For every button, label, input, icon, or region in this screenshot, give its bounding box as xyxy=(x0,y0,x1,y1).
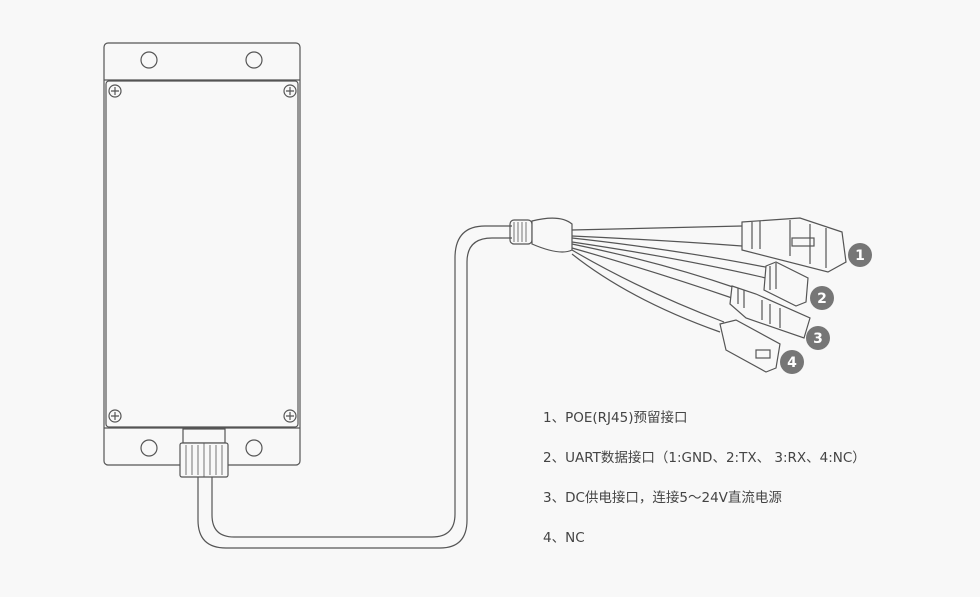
screw-icon xyxy=(283,84,297,98)
mount-hole-icon xyxy=(140,51,158,69)
nc-connector xyxy=(719,319,781,373)
device-enclosure xyxy=(103,42,301,466)
legend-item-dc: 3、DC供电接口，连接5～24V直流电源 xyxy=(543,490,782,506)
badge-2-label: 2 xyxy=(817,291,827,307)
screw-icon xyxy=(108,409,122,423)
badge-2 xyxy=(810,286,834,310)
screw-icon xyxy=(108,84,122,98)
badge-3-label: 3 xyxy=(813,331,823,347)
uart-connector xyxy=(763,261,809,307)
main-cable xyxy=(197,225,512,549)
legend-item-poe: 1、POE(RJ45)预留接口 xyxy=(543,410,688,426)
mount-hole-icon xyxy=(140,439,158,457)
mount-hole-icon xyxy=(245,439,263,457)
badge-4-label: 4 xyxy=(787,355,797,371)
mount-hole-icon xyxy=(245,51,263,69)
rj45-connector xyxy=(741,217,847,273)
legend-item-nc: 4、NC xyxy=(543,530,585,546)
branch-wires xyxy=(571,225,771,333)
badge-1-label: 1 xyxy=(855,248,865,264)
cable-gland xyxy=(179,428,229,478)
badges: 1 2 3 4 xyxy=(780,243,872,374)
legend-item-uart: 2、UART数据接口（1:GND、2:TX、 3:RX、4:NC） xyxy=(543,450,866,466)
screw-icon xyxy=(283,409,297,423)
cable-splitter xyxy=(509,217,573,253)
badge-4 xyxy=(780,350,804,374)
dc-connector xyxy=(729,285,811,339)
badge-1 xyxy=(848,243,872,267)
badge-3 xyxy=(806,326,830,350)
legend: 1、POE(RJ45)预留接口 2、UART数据接口（1:GND、2:TX、 3… xyxy=(543,407,866,567)
